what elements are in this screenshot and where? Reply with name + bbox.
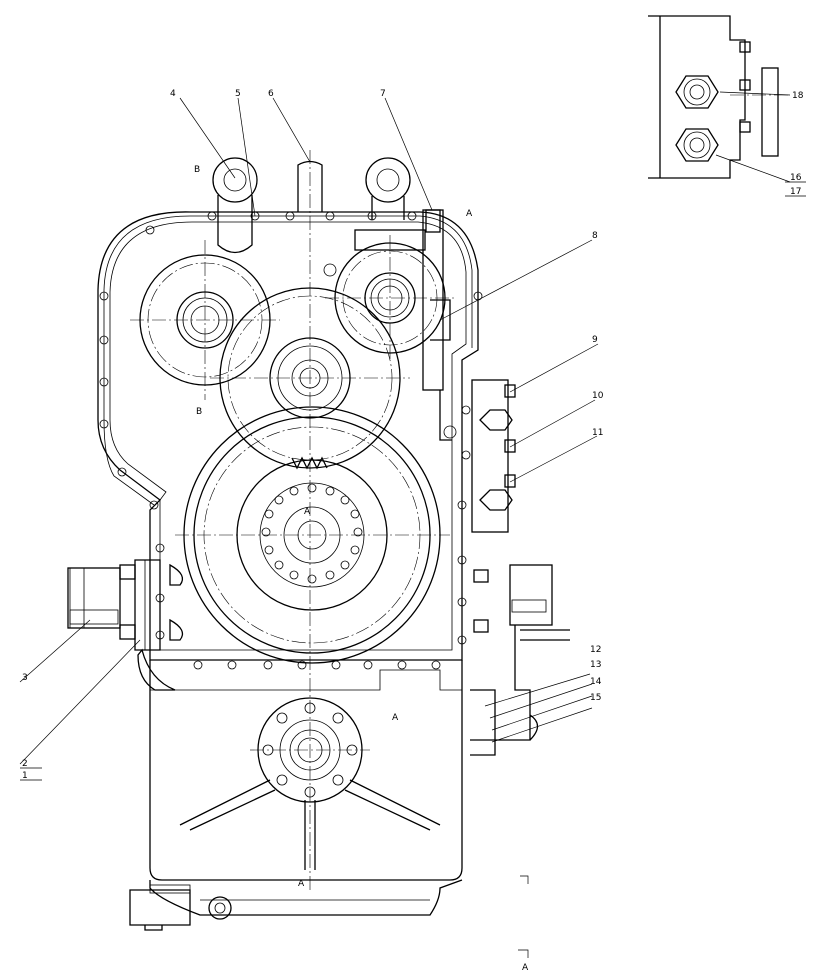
callout-leaders: [19, 91, 806, 958]
view-label-b-mid: B: [196, 407, 202, 417]
view-label-a-lower: A: [392, 713, 399, 723]
callout-16: 16: [790, 173, 802, 183]
input-shaft-left: [67, 567, 121, 629]
callout-17: 17: [790, 187, 801, 197]
view-label-a-center: A: [304, 507, 311, 517]
callout-5: 5: [235, 89, 241, 99]
callout-6: 6: [268, 89, 274, 99]
valve-block: [119, 379, 570, 756]
housing-outline: [97, 211, 479, 916]
callout-13: 13: [590, 660, 601, 670]
gear-upper-right: [325, 229, 455, 360]
gear-upper-left: [130, 240, 280, 400]
callout-18: 18: [792, 91, 804, 101]
gear-large: [175, 406, 450, 664]
callout-15: 15: [590, 693, 601, 703]
callout-14: 14: [590, 677, 602, 687]
bolt-circle-large-gear: [261, 483, 363, 584]
output-flange: [179, 697, 441, 870]
section-label-a: A: [522, 963, 529, 973]
callout-11: 11: [592, 428, 603, 438]
view-label-b-top: B: [194, 165, 200, 175]
callout-7: 7: [380, 89, 386, 99]
callout-9: 9: [592, 335, 598, 345]
callout-10: 10: [592, 391, 604, 401]
oil-pipe-section: [422, 209, 452, 441]
callout-2: 2: [22, 759, 28, 769]
view-labels: B B A A A A A: [194, 165, 529, 973]
detail-view-inset: [648, 15, 790, 179]
callout-12: 12: [590, 645, 601, 655]
callout-8: 8: [592, 231, 598, 241]
callout-3: 3: [22, 673, 28, 683]
drain-pipe: [129, 884, 232, 931]
housing-flange-bolts: [99, 211, 483, 670]
callout-1: 1: [22, 771, 28, 781]
lifting-lug-right: [365, 157, 411, 220]
callout-4: 4: [170, 89, 176, 99]
lifting-lug-left: [212, 157, 258, 254]
view-label-a-bottom: A: [298, 879, 305, 889]
view-label-a-top: A: [466, 209, 473, 219]
callout-numbers: 4 5 6 7 8 9 10 11 12 13 14 15 3 2 1 18 1…: [22, 89, 804, 781]
